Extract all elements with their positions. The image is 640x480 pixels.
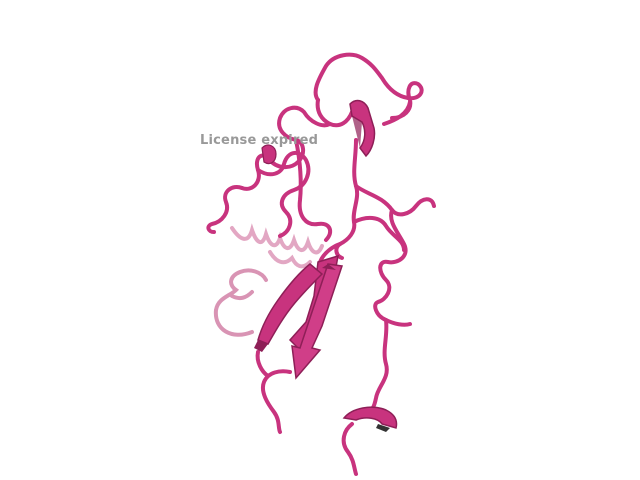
coil-backbone <box>206 52 436 476</box>
background-helix <box>230 223 324 269</box>
license-watermark: License expired <box>200 133 319 148</box>
background-loop <box>213 268 268 337</box>
left-helix <box>261 144 277 165</box>
beta-sheet <box>254 254 343 380</box>
top-sheet <box>349 99 376 158</box>
bottom-helix <box>342 406 398 432</box>
